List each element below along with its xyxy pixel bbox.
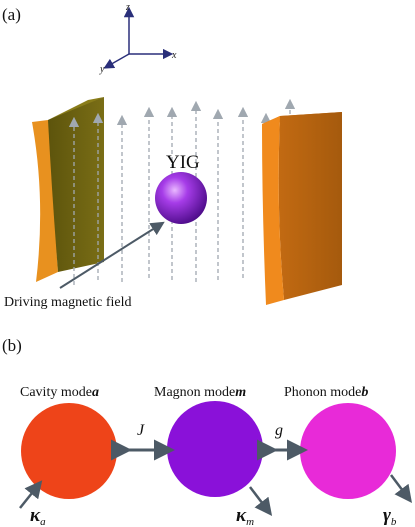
kappa-m-label: κm — [236, 505, 254, 527]
left-mirror-face — [48, 97, 104, 272]
yig-label: YIG — [166, 152, 200, 173]
yig-sphere — [155, 172, 207, 224]
z-axis-label: z — [125, 2, 130, 13]
y-axis — [103, 53, 130, 69]
gamma-b-label: γb — [383, 505, 397, 527]
panel-a-label: (a) — [2, 5, 21, 24]
coupling-g-label: g — [275, 422, 283, 439]
drive-label: Driving magnetic field — [4, 295, 132, 310]
panel-b-label: (b) — [2, 336, 22, 355]
coordinate-axes: z x y — [99, 2, 177, 75]
cavity-mode-title: Cavity modea — [20, 385, 99, 400]
kappa-a-label: κa — [30, 505, 46, 527]
kappa-m-output-arrow — [249, 486, 273, 516]
magnon-mode-circle — [167, 401, 263, 497]
x-axis-label: x — [171, 50, 177, 61]
right-mirror-face — [278, 112, 342, 300]
phonon-mode-circle — [300, 403, 396, 499]
y-axis-label: y — [99, 64, 105, 75]
kappa-a-input-arrow — [19, 480, 43, 509]
right-cavity-mirror — [262, 112, 342, 305]
magnon-mode-title: Magnon modem — [154, 385, 246, 400]
gamma-b-output-arrow — [390, 474, 412, 503]
right-mirror-edge — [262, 116, 284, 305]
coupling-j-label: J — [137, 422, 145, 439]
cavity-mode-circle — [21, 403, 117, 499]
drive-pointer-arrow — [59, 221, 165, 289]
phonon-mode-title: Phonon modeb — [284, 385, 368, 400]
left-cavity-mirror — [32, 97, 104, 282]
